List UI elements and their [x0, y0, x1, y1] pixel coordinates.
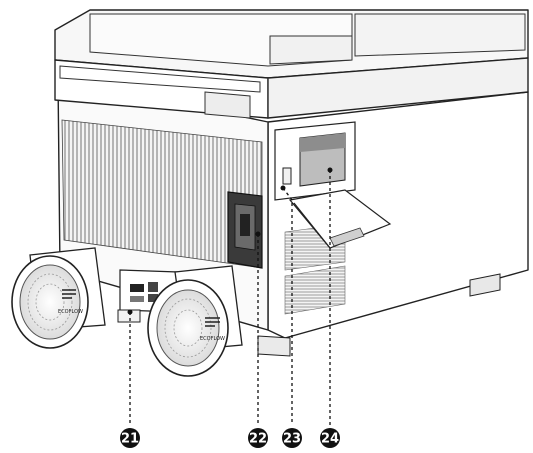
- callout-23: 23: [282, 428, 302, 448]
- ecoflow-logo: ECOFLOW: [58, 289, 83, 315]
- rear-foot: [469, 273, 501, 297]
- drain-icon: [257, 335, 291, 357]
- svg-text:22: 22: [249, 432, 267, 447]
- ecoflow-logo: ECOFLOW: [200, 317, 225, 342]
- storage-compartment-icon[interactable]: [274, 121, 392, 249]
- brand-mark: ECOFLOW: [58, 309, 83, 315]
- lid-details: [59, 13, 526, 119]
- svg-text:24: 24: [321, 432, 339, 447]
- callout-22: 22: [248, 428, 268, 448]
- battery-dock[interactable]: [227, 191, 263, 269]
- right-wheel: ECOFLOW: [147, 265, 243, 377]
- svg-text:23: 23: [283, 432, 301, 447]
- callout-24: 24: [320, 428, 340, 448]
- left-wheel: ECOFLOW: [11, 247, 106, 349]
- callout-21: 21: [120, 428, 140, 448]
- svg-text:21: 21: [121, 432, 139, 447]
- latch-icon: [282, 167, 292, 185]
- brand-mark: ECOFLOW: [200, 336, 225, 342]
- leader-line-23: [282, 187, 293, 425]
- leader-lines: [129, 170, 331, 425]
- leader-dots: [127, 167, 333, 315]
